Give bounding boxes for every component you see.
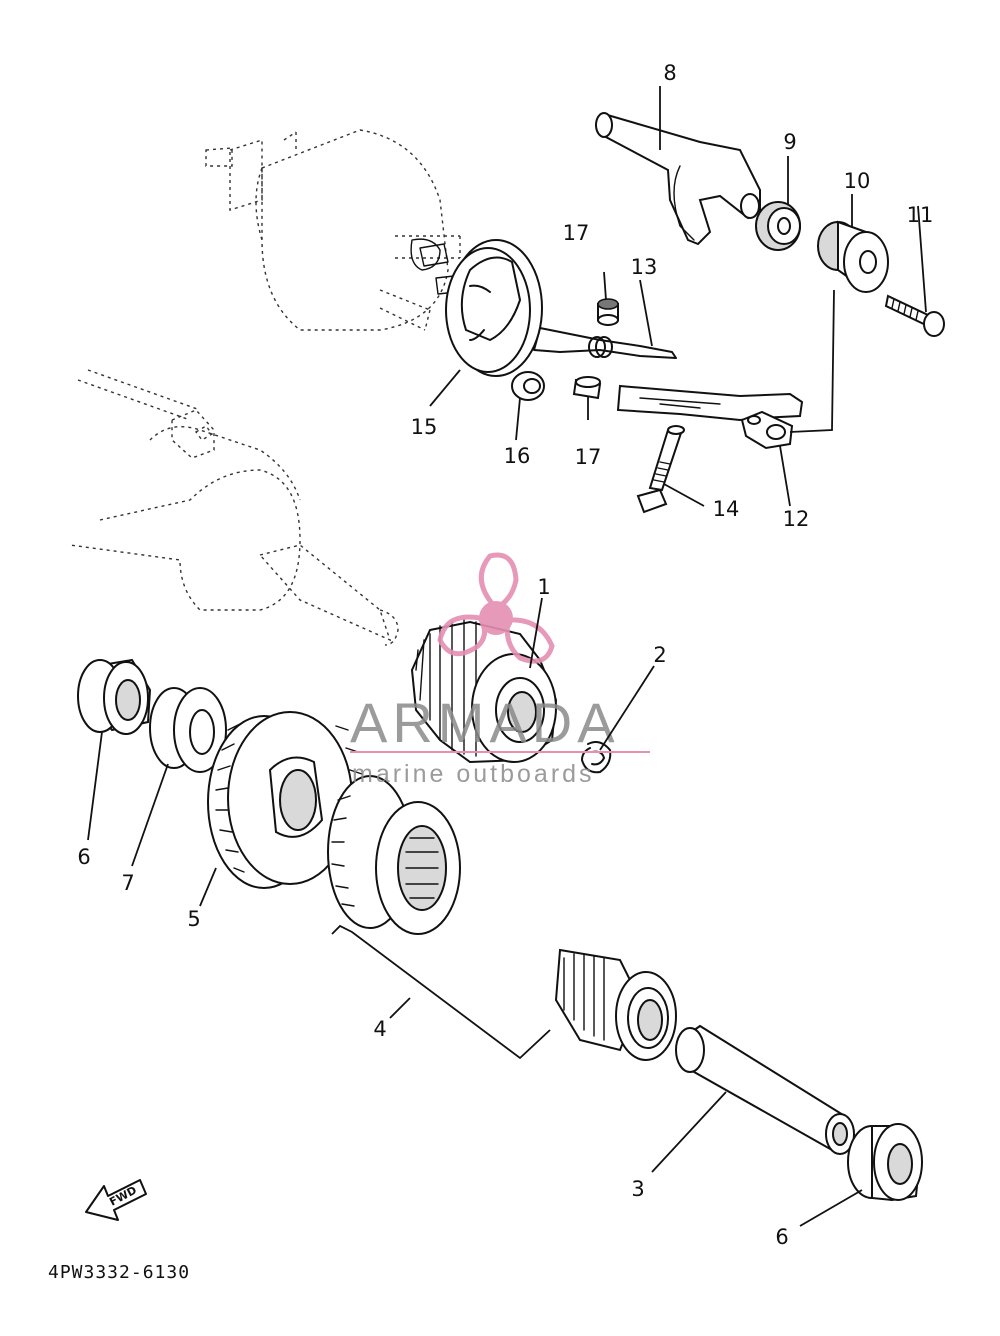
- callout-17-upper: 17: [563, 221, 590, 245]
- bearing-6-left: [77, 658, 152, 735]
- watermark-tagline: marine outboards: [352, 760, 595, 788]
- starter-solenoid: [205, 129, 461, 331]
- plate-15: [445, 239, 543, 377]
- callout-6-left: 6: [77, 845, 90, 869]
- splined-hub-4: [554, 948, 677, 1061]
- callout-12: 12: [783, 507, 810, 531]
- watermark: ARMADA marine outboards: [350, 552, 650, 788]
- shift-shaft: [595, 112, 761, 246]
- callout-14: 14: [713, 497, 740, 521]
- screw-14: [636, 425, 685, 514]
- collar-7: [149, 687, 227, 773]
- callout-3: 3: [631, 1177, 644, 1201]
- callout-17-lower: 17: [575, 445, 602, 469]
- callout-labels: 8 9 10 11 17 13 15 16 17 14 12 1 2 6 7 5…: [77, 61, 933, 1249]
- callout-6-right: 6: [775, 1225, 788, 1249]
- lever-12: [616, 384, 804, 450]
- callout-8: 8: [663, 61, 676, 85]
- callout-11: 11: [907, 203, 934, 227]
- callout-9: 9: [783, 130, 796, 154]
- starter-motor: [69, 369, 399, 646]
- shaft-3: [675, 1024, 855, 1155]
- callout-16: 16: [504, 444, 531, 468]
- callout-10: 10: [844, 169, 871, 193]
- callout-1: 1: [537, 575, 550, 599]
- callout-2: 2: [653, 643, 666, 667]
- callout-5: 5: [187, 907, 200, 931]
- bushing-17-lower: [572, 376, 602, 400]
- diagram-code: 4PW3332-6130: [48, 1262, 190, 1283]
- nut-16: [511, 371, 545, 401]
- clutch-gear-4: [327, 775, 461, 935]
- watermark-brand: ARMADA: [350, 691, 620, 754]
- collar-10: [817, 220, 889, 293]
- spring-13: [533, 327, 677, 359]
- bushing-17-upper: [597, 298, 619, 326]
- leader-lines: [87, 86, 927, 1227]
- driven-gear-5: [207, 711, 365, 889]
- callout-15: 15: [411, 415, 438, 439]
- callout-13: 13: [631, 255, 658, 279]
- callout-7: 7: [121, 871, 134, 895]
- bearing-6-right: [847, 1123, 923, 1202]
- propeller-logo-icon: [437, 552, 555, 664]
- callout-4: 4: [373, 1017, 386, 1041]
- fwd-arrow-icon: FWD: [85, 1179, 147, 1221]
- bolt-11: [884, 294, 945, 337]
- washer-9: [755, 201, 801, 251]
